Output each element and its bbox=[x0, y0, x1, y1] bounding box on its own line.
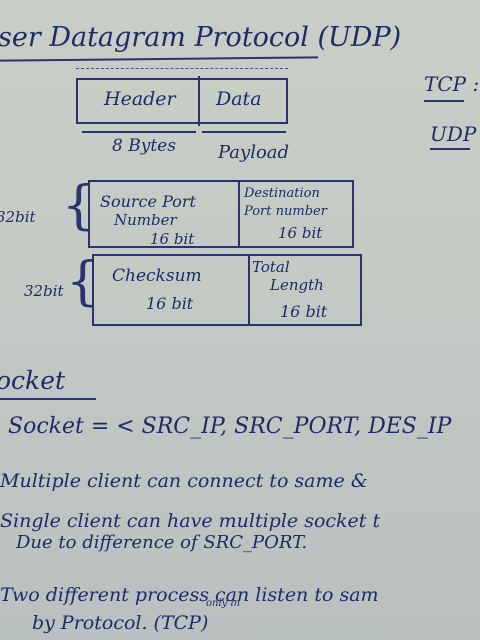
socket-formula: Socket = < SRC_IP, SRC_PORT, DES_IP bbox=[8, 414, 452, 439]
socket-heading: ocket bbox=[0, 366, 66, 395]
header-size-arrow bbox=[82, 131, 196, 133]
source-port-line2: Number bbox=[114, 211, 177, 229]
side-note-udp-underline bbox=[430, 148, 470, 150]
title-underline bbox=[0, 56, 319, 62]
total-length-line2: Length bbox=[270, 276, 324, 294]
socket-point-2: Single client can have multiple socket t bbox=[0, 510, 381, 532]
socket-heading-underline bbox=[0, 398, 96, 400]
payload-arrow bbox=[202, 131, 286, 133]
packet-divider bbox=[198, 76, 200, 126]
row2-bits-label: 32bit bbox=[24, 282, 64, 300]
side-note-tcp: TCP : bbox=[424, 72, 480, 96]
socket-point-1: Multiple client can connect to same & bbox=[0, 470, 368, 492]
packet-top-dash bbox=[76, 68, 288, 69]
header-size-label: 8 Bytes bbox=[112, 136, 176, 156]
page-title: ser Datagram Protocol (UDP) bbox=[0, 22, 402, 53]
dest-port-line1: Destination bbox=[244, 186, 320, 201]
total-length-line1: Total bbox=[252, 258, 290, 276]
total-length-bits: 16 bit bbox=[280, 302, 328, 321]
udp-header-row-1 bbox=[88, 180, 354, 248]
packet-data-label: Data bbox=[216, 88, 262, 110]
row2-divider bbox=[248, 254, 250, 326]
socket-point-3-cont: by Protocol. (TCP) bbox=[32, 612, 209, 634]
dest-port-bits: 16 bit bbox=[278, 224, 323, 242]
source-port-bits: 16 bit bbox=[150, 230, 195, 248]
socket-point-3: Two different process can listen to sam bbox=[0, 584, 379, 606]
checksum-bits: 16 bit bbox=[146, 294, 194, 313]
socket-note: only in bbox=[206, 598, 241, 609]
source-port-line1: Source Port bbox=[100, 192, 196, 211]
payload-label: Payload bbox=[218, 142, 290, 163]
dest-port-line2: Port number bbox=[244, 204, 327, 219]
row1-divider bbox=[238, 180, 240, 248]
socket-point-2-cont: Due to difference of SRC_PORT. bbox=[16, 532, 308, 553]
checksum-label: Checksum bbox=[112, 266, 202, 286]
side-note-tcp-underline bbox=[424, 100, 464, 102]
packet-box bbox=[76, 78, 288, 124]
packet-header-label: Header bbox=[104, 88, 176, 110]
row1-bits-label: 32bit bbox=[0, 208, 36, 226]
side-note-udp: UDP bbox=[430, 122, 477, 146]
udp-header-row-2 bbox=[92, 254, 362, 326]
